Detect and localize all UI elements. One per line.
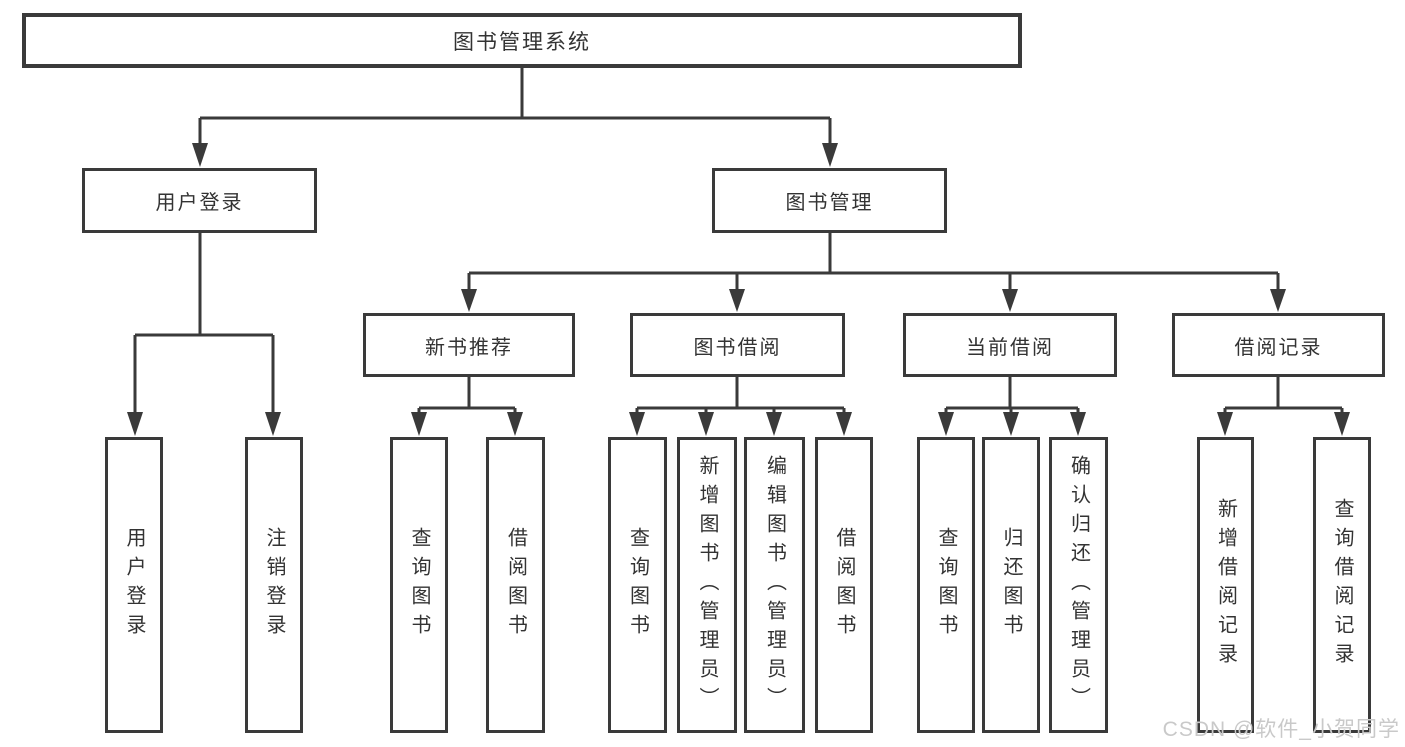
node-label: 查询图书	[408, 527, 430, 643]
node-label: 编辑图书（管理员）	[763, 454, 786, 716]
connector-book-borrow-children	[629, 377, 852, 436]
arrowhead	[729, 289, 745, 312]
arrowhead	[127, 412, 143, 436]
arrowhead	[822, 143, 838, 167]
node-label: 查询图书	[626, 527, 649, 643]
node-label: 新书推荐	[425, 336, 513, 359]
node-book-borrow: 图书借阅	[630, 313, 845, 377]
arrowhead	[766, 412, 782, 436]
node-current-borrow: 当前借阅	[903, 313, 1117, 377]
leaf-logout: 注销登录	[245, 437, 303, 733]
leaf-user-login: 用户登录	[105, 437, 163, 733]
node-label: 归还图书	[1000, 527, 1022, 643]
leaf-edit-books-admin: 编辑图书（管理员）	[744, 437, 805, 733]
node-borrow-record: 借阅记录	[1172, 313, 1385, 377]
arrowhead	[1270, 289, 1286, 312]
node-label: 借阅记录	[1234, 336, 1323, 359]
node-label: 借阅图书	[504, 527, 527, 643]
arrowhead	[1002, 289, 1018, 312]
arrowhead	[192, 143, 208, 167]
leaf-recommend-query-books: 查询图书	[390, 437, 448, 733]
connector-book-mgmt-to-level3	[461, 233, 1286, 312]
arrowhead	[629, 412, 645, 436]
node-label: 用户登录	[123, 527, 145, 643]
arrowhead	[1003, 412, 1019, 436]
node-label: 图书管理系统	[453, 30, 591, 54]
connector-new-book-rec-children	[411, 377, 523, 436]
leaf-current-query-books: 查询图书	[917, 437, 975, 733]
node-new-book-recommend: 新书推荐	[363, 313, 575, 377]
arrowhead	[698, 412, 714, 436]
arrowhead	[938, 412, 954, 436]
node-label: 新增图书（管理员）	[696, 454, 718, 716]
node-label: 借阅图书	[833, 527, 855, 643]
node-root-system: 图书管理系统	[22, 13, 1022, 68]
csdn-watermark: CSDN @软件_小贺同学	[1162, 718, 1400, 741]
node-label: 当前借阅	[966, 336, 1054, 359]
arrowhead	[1334, 412, 1350, 436]
leaf-query-borrow-record: 查询借阅记录	[1313, 437, 1371, 733]
connector-borrow-record-children	[1217, 377, 1350, 436]
node-label: 图书借阅	[693, 336, 782, 359]
node-label: 查询借阅记录	[1331, 498, 1353, 672]
leaf-borrow-query-books: 查询图书	[608, 437, 667, 733]
arrowhead	[411, 412, 427, 436]
node-label: 确认归还（管理员）	[1067, 454, 1090, 716]
arrowhead	[507, 412, 523, 436]
node-label: 查询图书	[935, 527, 957, 643]
node-user-login: 用户登录	[82, 168, 317, 233]
leaf-return-books: 归还图书	[982, 437, 1040, 733]
arrowhead	[265, 412, 281, 436]
node-book-management: 图书管理	[712, 168, 947, 233]
connector-user-login-children	[127, 233, 281, 436]
arrowhead	[1070, 412, 1086, 436]
leaf-add-borrow-record: 新增借阅记录	[1197, 437, 1254, 733]
connector-root-to-level2	[192, 68, 838, 167]
arrowhead	[836, 412, 852, 436]
node-label: 注销登录	[263, 527, 285, 643]
node-label: 用户登录	[155, 192, 244, 214]
leaf-add-books-admin: 新增图书（管理员）	[677, 437, 737, 733]
node-label: 图书管理	[785, 192, 874, 214]
leaf-confirm-return-admin: 确认归还（管理员）	[1049, 437, 1108, 733]
node-label: 新增借阅记录	[1214, 498, 1237, 672]
arrowhead	[1217, 412, 1233, 436]
arrowhead	[461, 289, 477, 312]
leaf-recommend-borrow-books: 借阅图书	[486, 437, 545, 733]
leaf-borrow-books: 借阅图书	[815, 437, 873, 733]
connector-current-borrow-children	[938, 377, 1086, 436]
